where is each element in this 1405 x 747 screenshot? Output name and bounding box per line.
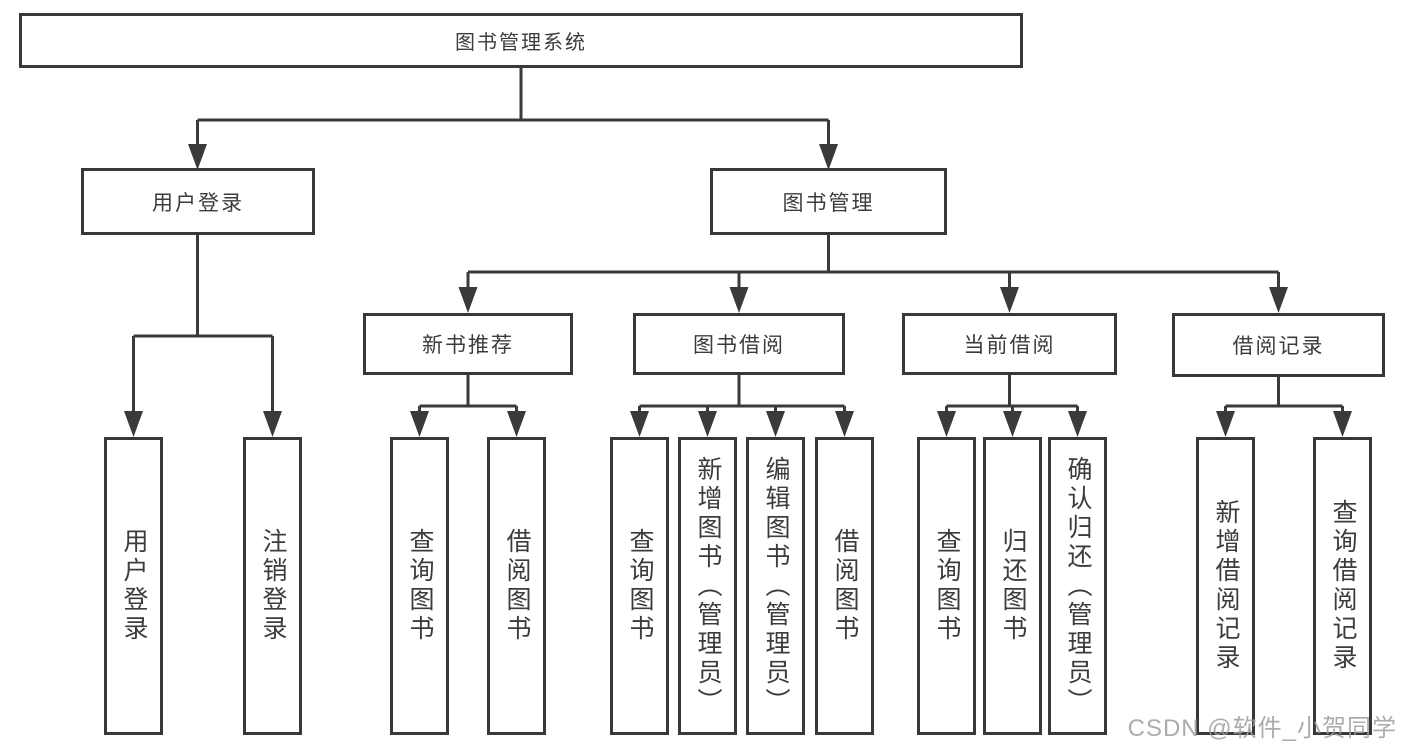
leaf-logout: 注销登录 (243, 437, 302, 735)
leaf-query-books-current: 查询图书 (917, 437, 976, 735)
node-label: 编辑图书（管理员） (762, 455, 790, 717)
node-label: 确认归还（管理员） (1064, 455, 1092, 717)
node-label: 查询图书 (933, 528, 961, 644)
node-user-login: 用户登录 (81, 168, 315, 235)
node-label: 借阅图书 (831, 528, 859, 644)
leaf-return-books: 归还图书 (983, 437, 1042, 735)
node-label: 注销登录 (259, 528, 287, 644)
node-book-management: 图书管理 (710, 168, 947, 235)
node-label: 借阅图书 (503, 528, 531, 644)
leaf-borrow-books: 借阅图书 (815, 437, 874, 735)
leaf-query-books-borrow: 查询图书 (610, 437, 669, 735)
leaf-add-books-admin: 新增图书（管理员） (678, 437, 737, 735)
node-label: 图书借阅 (693, 334, 785, 357)
node-borrowing-records: 借阅记录 (1172, 313, 1385, 377)
node-library-management-system: 图书管理系统 (19, 13, 1023, 68)
node-label: 用户登录 (120, 528, 148, 644)
node-label: 新书推荐 (422, 334, 514, 357)
node-label: 查询图书 (406, 528, 434, 644)
leaf-edit-books-admin: 编辑图书（管理员） (746, 437, 805, 735)
node-label: 图书管理系统 (455, 32, 587, 54)
node-label: 用户登录 (152, 191, 244, 215)
node-book-borrowing: 图书借阅 (633, 313, 845, 375)
arrowheads (124, 144, 1352, 437)
csdn-watermark: CSDN @软件_小贺同学 (1127, 715, 1397, 742)
leaf-borrow-books-recommend: 借阅图书 (487, 437, 546, 735)
leaf-user-login: 用户登录 (104, 437, 163, 735)
node-label: 新增图书（管理员） (694, 455, 722, 717)
leaf-query-borrow-record: 查询借阅记录 (1313, 437, 1372, 735)
node-label: 归还图书 (999, 528, 1027, 644)
node-label: 查询借阅记录 (1329, 499, 1357, 673)
node-label: 当前借阅 (963, 334, 1056, 357)
node-label: 图书管理 (782, 191, 875, 215)
node-current-borrowing: 当前借阅 (902, 313, 1117, 375)
leaf-add-borrow-record: 新增借阅记录 (1196, 437, 1255, 735)
node-label: 借阅记录 (1232, 335, 1325, 358)
node-new-book-recommendation: 新书推荐 (363, 313, 573, 375)
leaf-confirm-return-admin: 确认归还（管理员） (1048, 437, 1107, 735)
node-label: 查询图书 (626, 528, 654, 644)
leaf-query-books-recommend: 查询图书 (390, 437, 449, 735)
node-label: 新增借阅记录 (1212, 499, 1240, 673)
